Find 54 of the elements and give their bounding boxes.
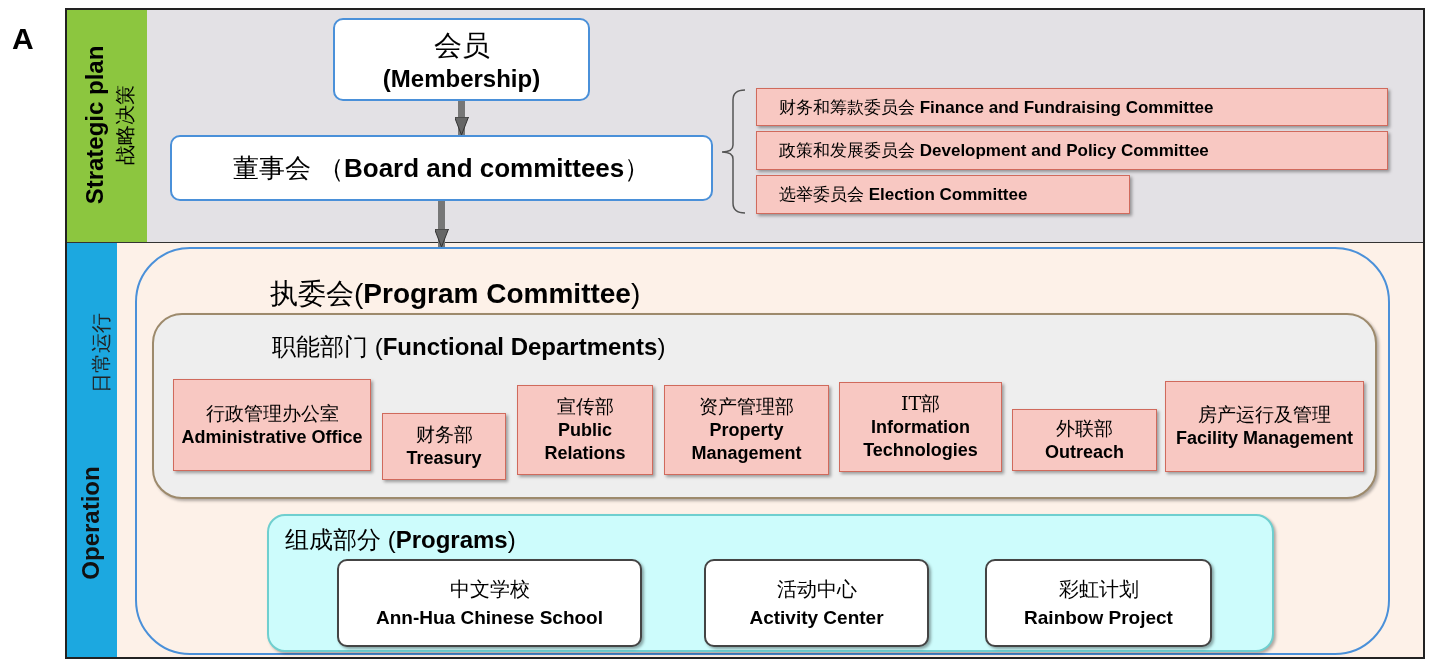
department-box xyxy=(173,379,371,471)
committee-box xyxy=(756,175,1130,214)
box-label: 财务和筹款委员会 Finance and Fundraising Committee xyxy=(779,96,1214,119)
committee-box xyxy=(756,131,1388,170)
box-label: 活动中心 xyxy=(776,575,857,603)
program-group xyxy=(267,514,1274,652)
strategic-panel xyxy=(67,10,1423,243)
box-label: 行政管理办公室 xyxy=(205,400,339,426)
box-label: IT部 xyxy=(900,391,941,416)
department-group xyxy=(152,313,1377,499)
box-label: 彩虹计划 xyxy=(1058,575,1139,603)
box-label: 资产管理部 xyxy=(699,394,794,419)
committee-box xyxy=(756,88,1388,126)
department-box xyxy=(839,382,1002,472)
side-title: Strategic plan xyxy=(81,45,109,205)
group-title: 职能部门 (Functional Departments) xyxy=(272,332,666,362)
rounded-box xyxy=(170,135,713,201)
box-label: 外联部 xyxy=(1056,415,1113,441)
box-subtitle: Treasury xyxy=(406,447,482,471)
program-box xyxy=(985,559,1212,647)
side-label: 战略决策 xyxy=(111,85,138,165)
box-subtitle: Administrative Office xyxy=(181,425,363,449)
box-subtitle: Public Relations xyxy=(543,418,627,466)
box-label: 宣传部 xyxy=(556,394,614,419)
box-subtitle: Information Technologies xyxy=(862,415,979,463)
arrow xyxy=(454,101,469,136)
department-box xyxy=(382,413,506,480)
box-subtitle: Ann-Hua Chinese School xyxy=(376,605,603,630)
box-subtitle: Property Management xyxy=(690,418,803,466)
box-subtitle: (Membership) xyxy=(382,64,541,93)
box-label: 董事会 （Board and committees） xyxy=(232,151,651,185)
box-label: 房产运行及管理 xyxy=(1198,402,1331,428)
department-box xyxy=(664,385,829,475)
department-box xyxy=(1012,409,1157,471)
program-box xyxy=(704,559,929,647)
box-subtitle: Activity Center xyxy=(749,605,884,630)
program-box xyxy=(337,559,642,647)
box-label: 财务部 xyxy=(415,422,473,448)
side-title: Operation xyxy=(77,466,105,580)
rounded-box xyxy=(333,18,590,101)
arrow xyxy=(434,201,449,248)
panel-letter: A xyxy=(12,22,34,56)
box-subtitle: Rainbow Project xyxy=(1024,605,1173,630)
box-label: 政策和发展委员会 Development and Policy Committee xyxy=(779,140,1209,162)
box-label: 会员 xyxy=(433,27,490,64)
group-title: 执委会(Program Committee) xyxy=(270,277,641,311)
box-subtitle: Facility Management xyxy=(1175,427,1353,451)
group-title: 组成部分 (Programs) xyxy=(285,525,516,555)
department-box xyxy=(1165,381,1364,472)
department-box xyxy=(517,385,653,475)
box-subtitle: Outreach xyxy=(1045,440,1124,464)
side-label: 日常运行 xyxy=(87,313,114,393)
box-label: 选举委员会 Election Committee xyxy=(779,184,1028,206)
box-label: 中文学校 xyxy=(449,575,530,603)
